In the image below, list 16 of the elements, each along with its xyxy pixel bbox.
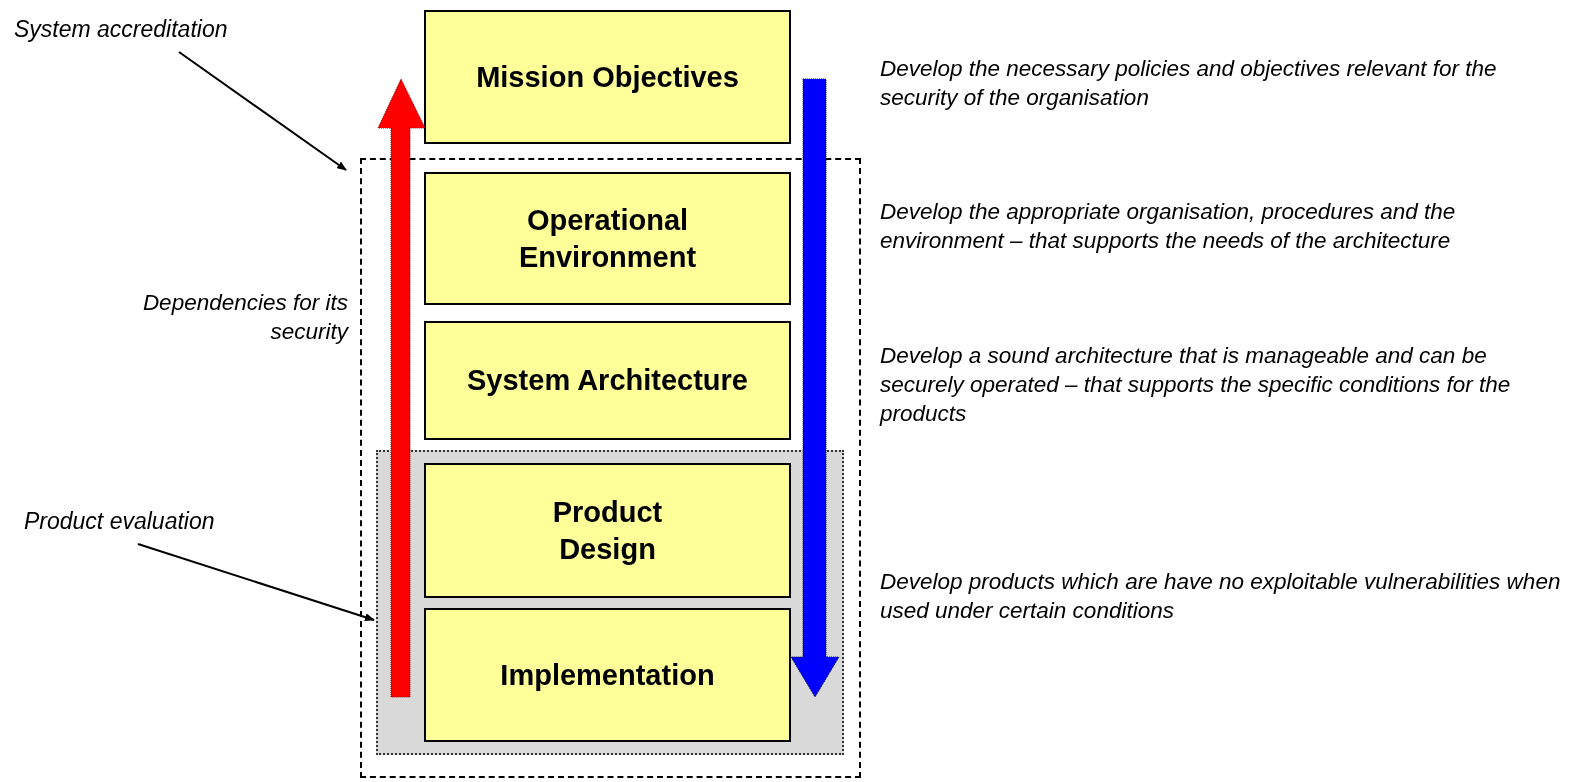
- layer-box: Mission Objectives: [424, 10, 791, 144]
- accreditation-boundary: [360, 158, 861, 778]
- description-text: Develop products which are have no exploitable vulnerabilities when used under certain conditions: [880, 568, 1562, 625]
- description-text: Develop the necessary policies and objectives relevant for the security of the organisation: [880, 55, 1498, 112]
- layer-box: System Architecture: [424, 321, 791, 440]
- callout-text: Product evaluation: [24, 508, 215, 534]
- description-text: Develop a sound architecture that is manageable and can be securely operated – that supports the specific conditions for the products: [880, 342, 1512, 428]
- layer-box: Implementation: [424, 608, 791, 742]
- leader-arrow: [178, 51, 347, 171]
- arrow-caption: Dependencies for its security: [141, 289, 348, 346]
- evaluation-region: [376, 450, 844, 755]
- layer-box: Product Design: [424, 463, 791, 598]
- callout-text: System accreditation: [14, 16, 228, 42]
- description-text: Develop the appropriate organisation, procedures and the environment – that supports the needs of the architecture: [880, 198, 1457, 255]
- layer-box: Operational Environment: [424, 172, 791, 305]
- leader-arrow: [137, 543, 375, 622]
